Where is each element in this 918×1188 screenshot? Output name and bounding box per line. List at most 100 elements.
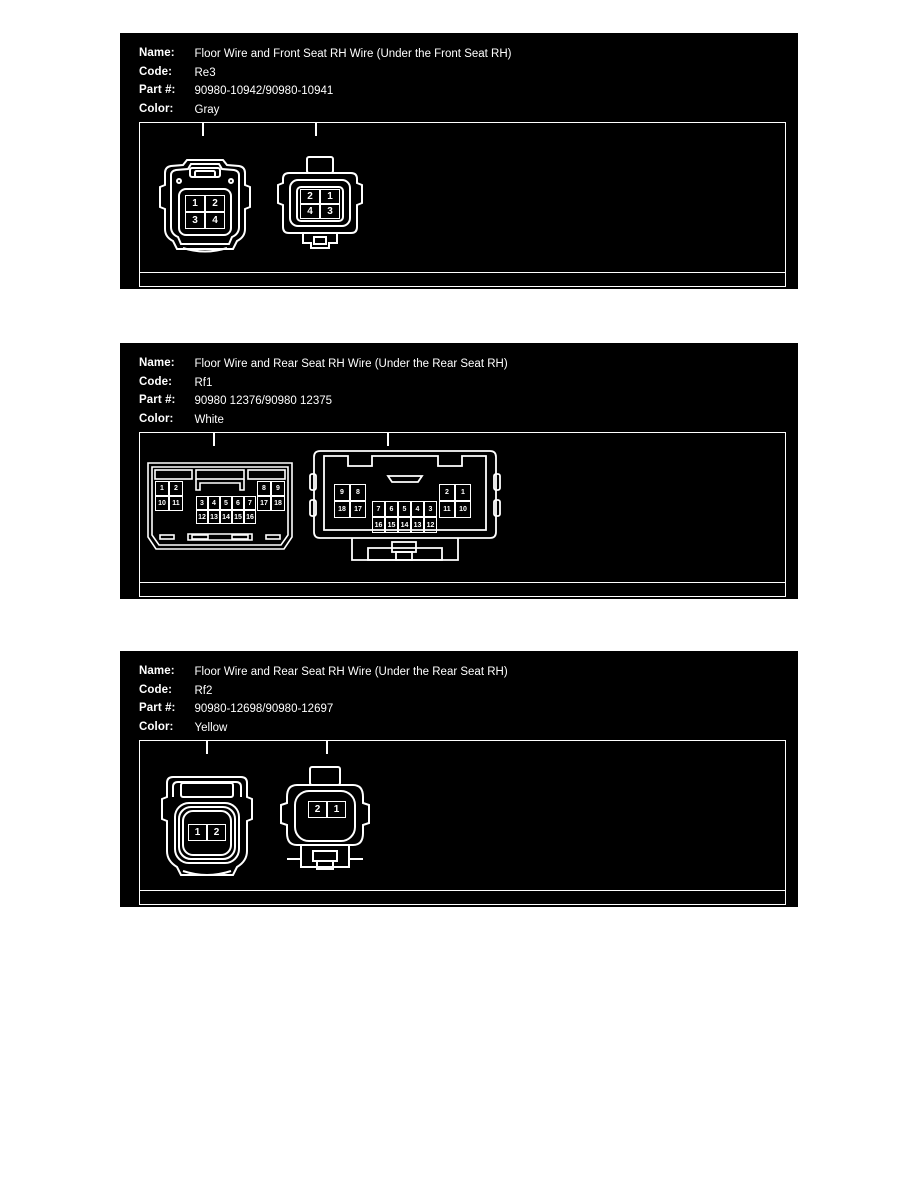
value-part: 90980-12698/90980-12697 [194,703,334,715]
value-name: Floor Wire and Front Seat RH Wire (Under… [194,48,512,60]
connector-rf1-female: 1 2 10 11 3 4 5 6 7 12 13 14 15 16 [144,457,296,557]
pin: 2 [169,481,183,496]
spec-row-part: Part #: 90980-10942/90980-10941 [139,82,513,101]
pin: 12 [424,517,437,533]
value-part: 90980-10942/90980-10941 [194,85,334,97]
connector-panel-rf2: Name: Floor Wire and Rear Seat RH Wire (… [117,648,801,910]
pin-grid-rf2-female: 1 2 [188,824,226,841]
pin: 3 [185,212,205,229]
pin: 7 [244,496,256,510]
pin-grid-rf1-male-center: 7 6 5 4 3 16 15 14 13 12 [372,501,437,533]
diagram-frame-re3: 1 2 3 4 2 1 4 [139,122,786,272]
leader-line-male [315,123,317,136]
leader-line-female [213,433,215,446]
pin-grid-re3-male: 2 1 4 3 [300,189,340,219]
leader-line-male [326,741,328,754]
pin: 6 [232,496,244,510]
spec-row-part: Part #: 90980 12376/90980 12375 [139,392,509,411]
label-color: Color: [139,720,174,733]
label-code: Code: [139,65,173,78]
pin-grid-rf2-male: 2 1 [308,801,346,818]
label-code: Code: [139,683,173,696]
label-name: Name: [139,357,175,369]
spec-row-name: Name: Floor Wire and Front Seat RH Wire … [139,45,513,64]
pin: 4 [300,204,320,219]
pin: 3 [424,501,437,517]
value-code: Re3 [194,66,216,79]
spec-row-name: Name: Floor Wire and Rear Seat RH Wire (… [139,663,509,682]
label-part: Part #: [139,394,176,406]
spec-row-code: Code: Re3 [139,64,513,83]
spec-row-color: Color: Gray [139,101,513,120]
caption-strip-rf1 [139,582,786,597]
pin-grid-rf1-female-right: 8 9 17 18 [257,481,285,511]
pin: 17 [350,501,366,518]
pin: 2 [205,195,225,212]
pin: 5 [220,496,232,510]
pin: 13 [208,510,220,524]
connector-panel-rf1: Name: Floor Wire and Rear Seat RH Wire (… [117,340,801,602]
value-code: Rf2 [194,684,213,697]
spec-row-code: Code: Rf1 [139,374,509,393]
pin-grid-re3-female: 1 2 3 4 [185,195,225,229]
pin: 2 [308,801,327,818]
pin: 10 [155,496,169,511]
pin: 4 [205,212,225,229]
pin: 1 [455,484,471,501]
value-part: 90980 12376/90980 12375 [194,395,333,407]
spec-table-rf1: Name: Floor Wire and Rear Seat RH Wire (… [139,355,509,429]
pin-grid-rf1-male-left: 9 8 18 17 [334,484,366,518]
value-color: White [194,413,224,426]
pin: 11 [439,501,455,518]
leader-line-female [202,123,204,136]
pin: 1 [155,481,169,496]
value-color: Yellow [194,721,228,734]
spec-row-code: Code: Rf2 [139,682,509,701]
pin: 2 [439,484,455,501]
pin-grid-rf1-female-center: 3 4 5 6 7 12 13 14 15 16 [196,496,256,524]
label-name: Name: [139,47,175,59]
pin-grid-rf1-female-left: 1 2 10 11 [155,481,183,511]
label-part: Part #: [139,702,176,714]
value-code: Rf1 [194,376,213,389]
pin: 1 [320,189,340,204]
pin: 14 [220,510,232,524]
pin: 9 [334,484,350,501]
pin: 16 [244,510,256,524]
pin: 14 [398,517,411,533]
diagram-frame-rf1: 1 2 10 11 3 4 5 6 7 12 13 14 15 16 [139,432,786,582]
caption-strip-re3 [139,272,786,287]
connector-rf1-male: 9 8 18 17 7 6 5 4 3 16 15 14 13 12 [309,448,501,568]
pin: 17 [257,496,271,511]
spec-row-color: Color: Yellow [139,719,509,738]
pin: 1 [188,824,207,841]
pin: 8 [350,484,366,501]
value-color: Gray [194,103,220,116]
label-color: Color: [139,412,174,425]
pin: 2 [207,824,226,841]
pin: 12 [196,510,208,524]
pin: 16 [372,517,385,533]
pin: 1 [185,195,205,212]
value-name: Floor Wire and Rear Seat RH Wire (Under … [194,358,508,370]
diagram-frame-rf2: 1 2 2 1 [139,740,786,890]
pin: 18 [271,496,285,511]
pin: 9 [271,481,285,496]
pin-grid-rf1-male-right: 2 1 11 10 [439,484,471,518]
label-name: Name: [139,665,175,677]
pin: 8 [257,481,271,496]
pin: 11 [169,496,183,511]
panel-inner-rf1: Name: Floor Wire and Rear Seat RH Wire (… [123,346,795,597]
spec-row-color: Color: White [139,411,509,430]
pin: 18 [334,501,350,518]
panel-inner-re3: Name: Floor Wire and Front Seat RH Wire … [123,36,795,287]
caption-strip-rf2 [139,890,786,905]
panel-inner-rf2: Name: Floor Wire and Rear Seat RH Wire (… [123,654,795,905]
leader-line-female [206,741,208,754]
connector-panel-re3: Name: Floor Wire and Front Seat RH Wire … [117,30,801,292]
spec-table-re3: Name: Floor Wire and Front Seat RH Wire … [139,45,513,119]
connector-re3-female: 1 2 3 4 [157,151,253,263]
pin: 15 [232,510,244,524]
pin: 1 [327,801,346,818]
pin: 2 [300,189,320,204]
